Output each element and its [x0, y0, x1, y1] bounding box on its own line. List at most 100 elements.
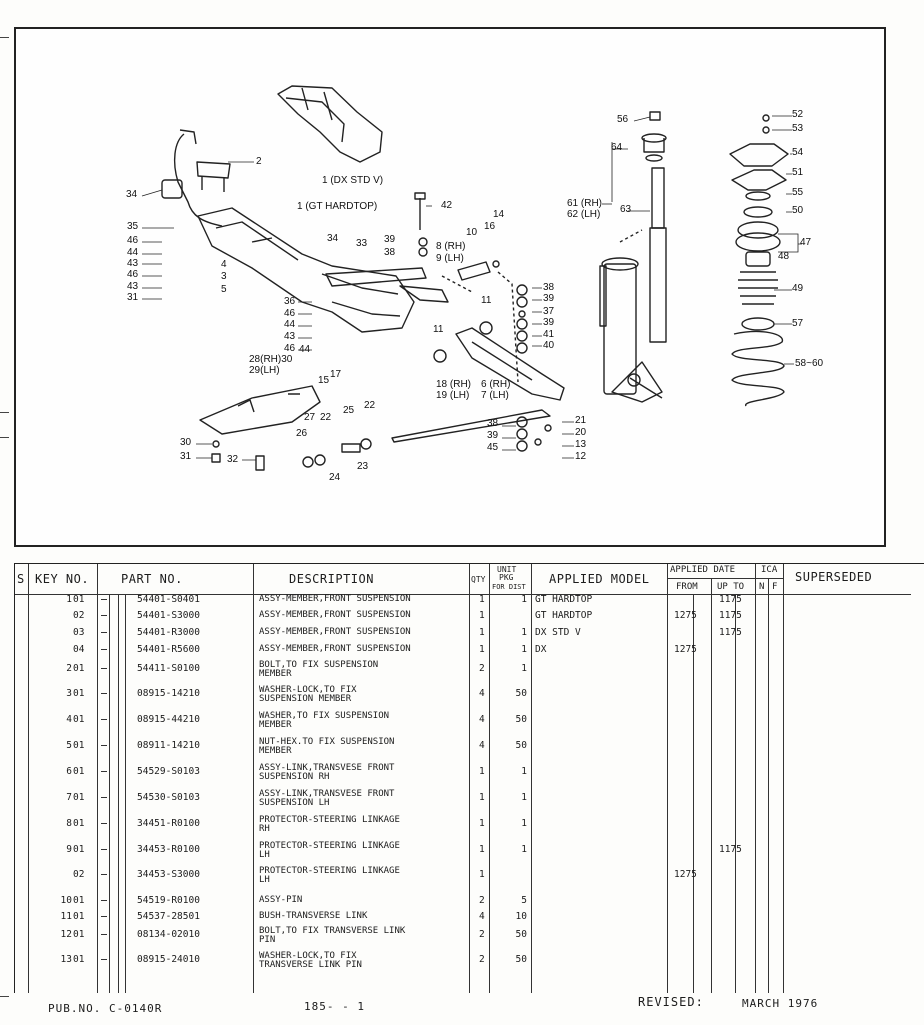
callout-label: 46 — [127, 269, 139, 280]
cell-part-no: 54529-S0103 — [137, 766, 200, 777]
cell-applied-model: DX STD V — [535, 627, 581, 638]
header-s: S — [17, 572, 25, 586]
cell-description: ASSY-PIN — [259, 895, 303, 905]
row-dash-marker — [101, 900, 107, 902]
cell-qty: 2 — [479, 929, 485, 940]
cell-description: NUT-HEX.TO FIX SUSPENSION — [259, 737, 395, 747]
cell-qty: 1 — [479, 610, 485, 621]
page-number: 185- - 1 — [304, 1000, 365, 1013]
callout-label: 49 — [792, 283, 804, 294]
cell-part-no: 08915-44210 — [137, 714, 200, 725]
cell-part-no: 34451-R0100 — [137, 818, 200, 829]
cell-part-no: 54519-R0100 — [137, 895, 200, 906]
col-rule — [253, 564, 254, 993]
callout-label: 21 — [575, 415, 587, 426]
cell-qty: 2 — [479, 663, 485, 674]
callout-label: 43 — [127, 258, 139, 269]
callout-label: 42 — [441, 200, 453, 211]
cell-description: ASSY-MEMBER,FRONT SUSPENSION — [259, 644, 411, 654]
callout-label: 35 — [127, 221, 139, 232]
cell-qty: 1 — [479, 594, 485, 605]
header-mid-rule — [667, 578, 783, 579]
cell-qty: 1 — [479, 818, 485, 829]
callout-label: 27 — [304, 412, 316, 423]
cell-applied-model: GT HARDTOP — [535, 610, 593, 621]
cell-qty: 2 — [479, 895, 485, 906]
callout-label: 36 — [284, 296, 296, 307]
header-pkg: PKG — [499, 573, 514, 582]
parts-table: S KEY NO. PART NO. DESCRIPTION QTY UNIT … — [14, 563, 924, 993]
callout-label: 46 — [127, 235, 139, 246]
cell-description: BOLT,TO FIX TRANSVERSE LINK — [259, 926, 406, 936]
callout-label: 62 (LH) — [567, 209, 601, 220]
row-dash-marker — [101, 693, 107, 695]
callout-label: 5 — [221, 284, 227, 295]
cell-key: 10 — [60, 895, 72, 906]
margin-tick — [0, 996, 9, 997]
col-rule — [783, 564, 784, 993]
header-qty: QTY — [471, 575, 486, 584]
cell-description: BUSH-TRANSVERSE LINK — [259, 911, 368, 921]
cell-part-no: 54401-R3000 — [137, 627, 200, 638]
header-part-no: PART NO. — [121, 572, 183, 586]
spring-seat — [729, 143, 789, 167]
cell-sub-key: 01 — [73, 954, 85, 965]
tension-rod — [391, 409, 551, 443]
margin-tick — [0, 437, 9, 438]
row-dash-marker — [101, 745, 107, 747]
cell-qty: 1 — [479, 766, 485, 777]
margin-tick — [0, 37, 9, 38]
cell-unit-pkg: 5 — [521, 895, 527, 906]
callout-label: 53 — [792, 123, 804, 134]
callout-label: 20 — [575, 427, 587, 438]
callout-label: 1 (DX STD V) — [322, 175, 384, 186]
cell-unit-pkg: 50 — [515, 740, 527, 751]
row-dash-marker — [101, 599, 107, 601]
cell-part-no: 08134-02010 — [137, 929, 200, 940]
pub-number: PUB.NO. C-0140R — [48, 1002, 163, 1015]
callout-label: 19 (LH) — [436, 390, 470, 401]
cell-unit-pkg: 50 — [515, 929, 527, 940]
cell-description: WASHER-LOCK,TO FIX — [259, 685, 357, 695]
callout-label: 52 — [792, 109, 804, 120]
cell-unit-pkg: 1 — [521, 844, 527, 855]
callout-label: 44 — [284, 319, 296, 330]
cell-qty: 4 — [479, 688, 485, 699]
cell-unit-pkg: 1 — [521, 644, 527, 655]
cell-description-line2: RH — [259, 824, 270, 834]
callout-label: 6 (RH) — [481, 379, 511, 390]
cell-description: BOLT,TO FIX SUSPENSION — [259, 660, 379, 670]
row-dash-marker — [101, 916, 107, 918]
cell-unit-pkg: 1 — [521, 818, 527, 829]
row-dash-marker — [101, 823, 107, 825]
header-up-to: UP TO — [717, 582, 745, 592]
cell-sub-key: 01 — [73, 740, 85, 751]
cell-sub-key: 01 — [73, 844, 85, 855]
header-description: DESCRIPTION — [289, 572, 374, 586]
cell-description-line2: PIN — [259, 935, 276, 945]
callout-label: 45 — [487, 442, 499, 453]
cell-part-no: 54401-R5600 — [137, 644, 200, 655]
callout-label: 26 — [296, 428, 308, 439]
callout-label: 30 — [180, 437, 192, 448]
callout-label: 56 — [617, 114, 629, 125]
callout-label: 38 — [384, 247, 396, 258]
cell-description: ASSY-LINK,TRANSVESE FRONT — [259, 763, 395, 773]
callout-label: 22 — [320, 412, 332, 423]
cell-sub-key: 01 — [73, 818, 85, 829]
cell-unit-pkg: 1 — [521, 627, 527, 638]
row-dash-marker — [101, 771, 107, 773]
cell-sub-key: 01 — [73, 594, 85, 605]
header-superseded: SUPERSEDED — [795, 570, 873, 584]
cell-part-no: 34453-S3000 — [137, 869, 200, 880]
callout-label: 25 — [343, 405, 355, 416]
cell-part-no: 54537-28501 — [137, 911, 200, 922]
cell-sub-key: 01 — [73, 911, 85, 922]
callout-label: 54 — [792, 147, 804, 158]
cell-description: ASSY-MEMBER,FRONT SUSPENSION — [259, 627, 411, 637]
cell-part-no: 08911-14210 — [137, 740, 200, 751]
callout-label: 63 — [620, 204, 632, 215]
callout-label: 11 — [481, 295, 492, 306]
callout-label: 28(RH)30 — [249, 354, 293, 365]
